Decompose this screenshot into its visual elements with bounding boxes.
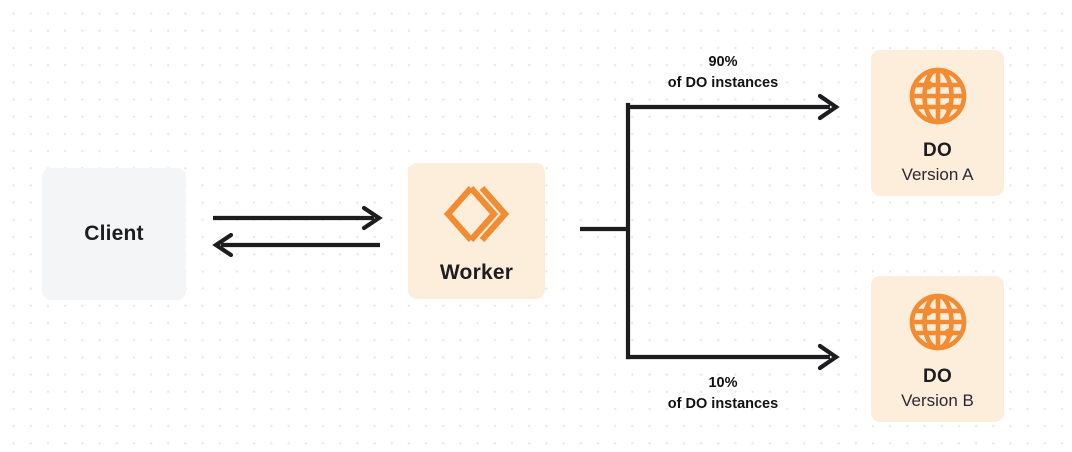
edge-label-top: 90% of DO instances (628, 52, 818, 93)
node-do-version-b[interactable]: DO Version B (871, 276, 1004, 422)
node-client[interactable]: Client (42, 168, 186, 300)
edge-split-to-do-a (626, 93, 840, 121)
node-do-b-label: DO (922, 365, 953, 387)
node-worker[interactable]: Worker (408, 163, 545, 299)
edge-label-top-description: of DO instances (667, 74, 779, 91)
node-do-b-version: Version B (901, 390, 974, 410)
edge-label-top-percent: 90% (708, 54, 738, 70)
cloudflare-workers-icon (443, 183, 510, 245)
edge-client-to-worker (213, 205, 383, 231)
edge-label-bottom: 10% of DO instances (628, 373, 818, 414)
node-do-version-a[interactable]: DO Version A (871, 50, 1004, 196)
edge-split-to-do-b (626, 343, 840, 371)
edge-worker-to-client (212, 232, 380, 258)
node-worker-label: Worker (439, 261, 514, 284)
node-client-label: Client (84, 222, 144, 245)
edge-label-bottom-percent: 10% (708, 375, 738, 391)
edge-label-bottom-description: of DO instances (667, 395, 779, 412)
node-do-a-version: Version A (901, 164, 974, 184)
node-do-a-label: DO (922, 139, 953, 161)
globe-icon (908, 292, 968, 352)
globe-icon (908, 66, 968, 126)
